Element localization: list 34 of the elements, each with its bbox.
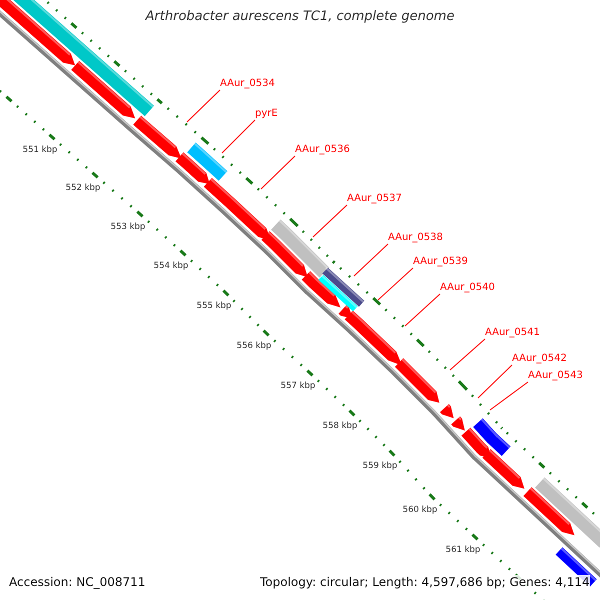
gene-label: AAur_0539 [413, 256, 468, 268]
gene-label: AAur_0536 [295, 144, 350, 156]
leader-line [404, 294, 440, 326]
leader-line [354, 244, 388, 276]
scale-label: 551 kbp [22, 145, 58, 155]
leader-line [186, 90, 220, 122]
info-text: Topology: circular; Length: 4,597,686 bp; Genes: 4,114 [260, 575, 590, 589]
gene-label: AAur_0537 [347, 193, 402, 205]
leader-line [260, 156, 296, 190]
gene-label: AAur_0543 [528, 370, 583, 382]
gene-label: pyrE [255, 108, 278, 120]
scale-label: 554 kbp [154, 261, 188, 271]
leader-line [222, 120, 256, 154]
leader-line [378, 268, 414, 300]
chart-title: Arthrobacter aurescens TC1, complete genome [144, 9, 456, 24]
leader-line [312, 204, 348, 238]
scale-label: 553 kbp [110, 222, 146, 232]
gene-label: AAur_0542 [512, 353, 567, 365]
info-text: Accession: NC_008711 [9, 575, 146, 589]
leader-line [490, 382, 528, 410]
scale-label: 557 kbp [280, 381, 316, 391]
scale-label: 559 kbp [362, 461, 398, 471]
leader-line [450, 338, 486, 370]
gene-label: AAur_0541 [485, 327, 540, 339]
gene-label: AAur_0538 [388, 232, 443, 244]
gene-label: AAur_0540 [440, 282, 495, 294]
leader-line [478, 364, 512, 398]
scale-label: 560 kbp [402, 505, 438, 515]
scale-label: 552 kbp [66, 183, 100, 193]
scale-label: 555 kbp [196, 301, 232, 311]
scale-label: 556 kbp [236, 341, 272, 351]
scale-label: 561 kbp [446, 545, 480, 555]
scale-label: 558 kbp [322, 421, 358, 431]
gene-label: AAur_0534 [220, 78, 275, 90]
